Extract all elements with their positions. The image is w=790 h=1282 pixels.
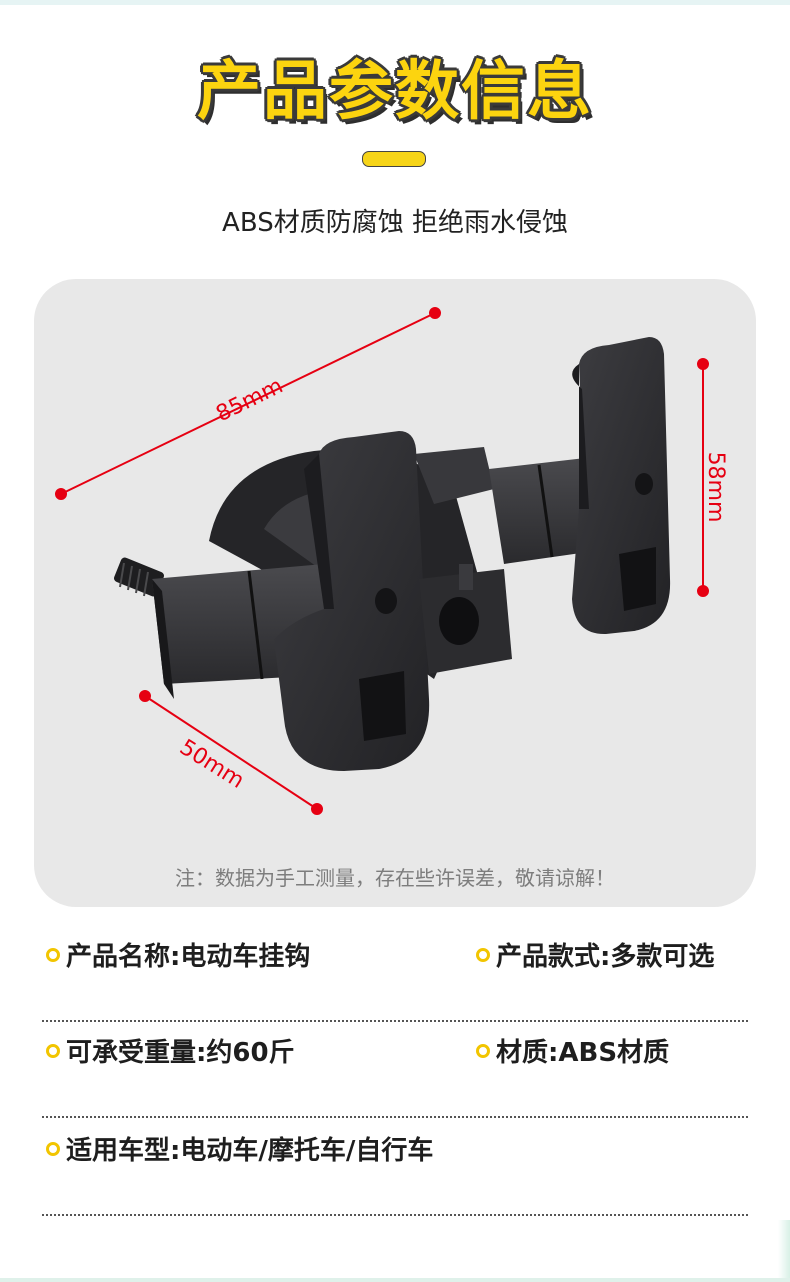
spec-row-2: 可承受重量:约60斤 材质:ABS材质 [42, 1022, 750, 1118]
spec-product-name: 产品名称:电动车挂钩 [46, 936, 310, 973]
spec-material: 材质:ABS材质 [476, 1032, 669, 1069]
bottom-edge [0, 1278, 790, 1282]
dotted-divider [42, 1020, 748, 1022]
spec-compatible-vehicles: 适用车型:电动车/摩托车/自行车 [46, 1130, 433, 1167]
corner-edge [778, 1220, 790, 1282]
ring-bullet-icon [46, 1043, 60, 1058]
dotted-divider [42, 1116, 748, 1118]
product-image-card: 85mm 58mm 50mm 注：数据为手工测量，存在些许误差，敬请谅解！ [34, 279, 756, 907]
measurement-note: 注：数据为手工测量，存在些许误差，敬请谅解！ [175, 866, 615, 890]
spec-row-3: 适用车型:电动车/摩托车/自行车 [42, 1120, 750, 1216]
page-title: 产品参数信息 [197, 55, 593, 129]
dotted-divider [42, 1214, 748, 1216]
title-underline-pill [362, 151, 426, 167]
ring-bullet-icon [46, 947, 60, 962]
hook-clamp-image [114, 337, 671, 771]
top-edge [0, 0, 790, 5]
ring-bullet-icon [476, 1043, 490, 1058]
dimension-label-length: 85mm [212, 374, 287, 428]
dimension-lines [55, 307, 709, 815]
spec-product-style: 产品款式:多款可选 [476, 936, 714, 973]
product-illustration: 85mm 58mm 50mm [55, 307, 728, 815]
spec-load-capacity: 可承受重量:约60斤 [46, 1032, 295, 1069]
ring-bullet-icon [476, 947, 490, 962]
page-subtitle: ABS材质防腐蚀 拒绝雨水侵蚀 [222, 208, 568, 238]
dimension-label-height: 58mm [703, 452, 728, 523]
ring-bullet-icon [46, 1141, 60, 1156]
dimension-label-width: 50mm [175, 735, 248, 794]
spec-row-1: 产品名称:电动车挂钩 产品款式:多款可选 [42, 926, 750, 1022]
